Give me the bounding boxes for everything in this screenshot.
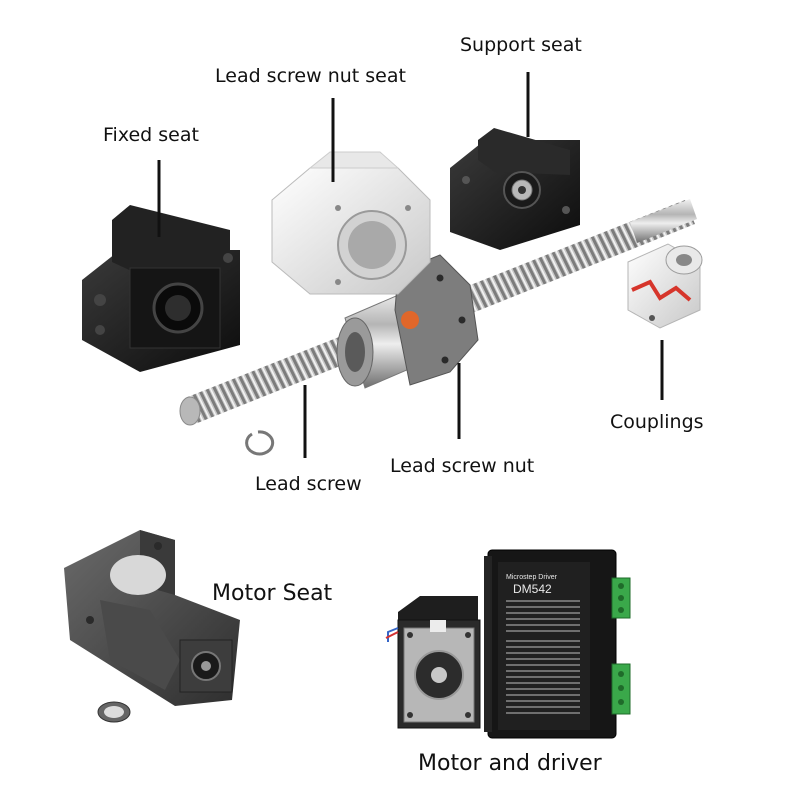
driver-spec-table	[506, 600, 580, 714]
driver-title: Microstep Driver	[506, 574, 558, 581]
pointer-lines	[157, 72, 664, 458]
label-lead-screw: Lead screw	[255, 473, 362, 495]
label-lead-screw-nut: Lead screw nut	[390, 455, 535, 477]
label-motor-seat: Motor Seat	[212, 581, 333, 606]
label-motor-and-driver: Motor and driver	[418, 751, 602, 776]
label-lead-screw-nut-seat: Lead screw nut seat	[215, 65, 406, 87]
label-support-seat: Support seat	[460, 34, 582, 56]
support-seat	[450, 128, 580, 250]
motor-seat	[64, 530, 240, 723]
stepper-motor	[385, 596, 481, 729]
lead-screw-nut	[336, 254, 479, 389]
label-couplings: Couplings	[610, 411, 704, 433]
label-fixed-seat: Fixed seat	[103, 124, 199, 146]
motor-driver: Microstep Driver DM542	[484, 549, 631, 739]
retaining-ring	[245, 430, 275, 456]
lead-screw-nut-seat	[271, 151, 431, 295]
fixed-seat	[82, 205, 240, 372]
driver-model: DM542	[513, 582, 552, 596]
coupling	[627, 243, 703, 329]
